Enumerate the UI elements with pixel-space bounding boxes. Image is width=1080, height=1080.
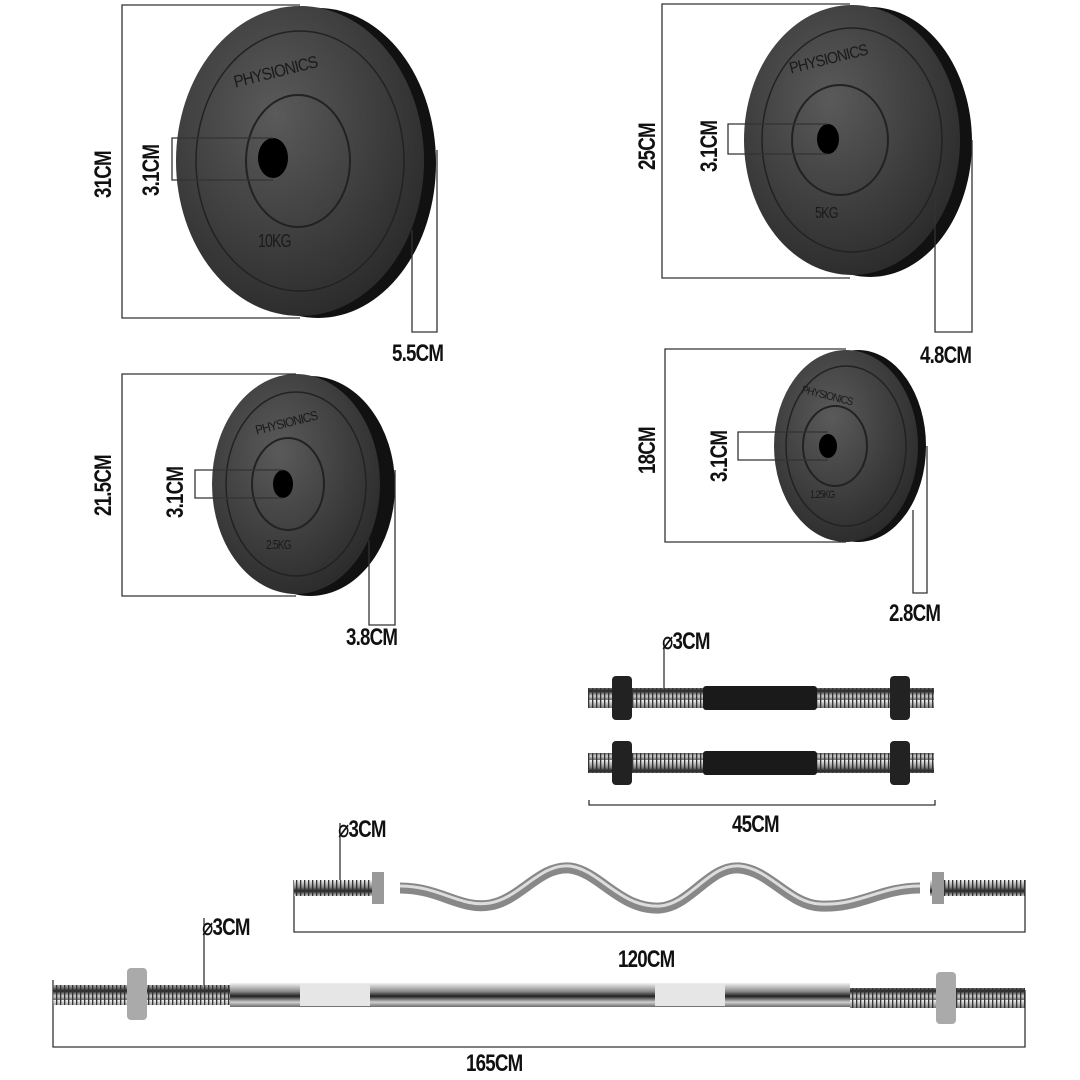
plate-1.25kg-weight: 1.25KG (810, 489, 835, 501)
plate-1.25kg-diameter-label: 18CM (634, 427, 661, 474)
straight-bar (53, 968, 1025, 1024)
curl-bar-length-label: 120CM (618, 946, 675, 973)
dumbbell-handle-bottom (588, 741, 934, 785)
plate-10kg-diameter-label: 31CM (90, 151, 117, 198)
plate-10kg-weight: 10KG (258, 231, 292, 251)
plate-5kg-weight: 5KG (815, 205, 838, 222)
plate-5kg-thickness-label: 4.8CM (920, 342, 972, 369)
plate-5kg (744, 5, 972, 277)
plate-1.25kg-thickness-label: 2.8CM (889, 600, 941, 627)
plate-2.5kg (212, 374, 395, 596)
plate-10kg-hole-label: 3.1CM (138, 144, 165, 196)
plate-10kg-thickness-label: 5.5CM (392, 340, 444, 367)
plate-2.5kg-weight: 2.5KG (266, 537, 292, 552)
plate-1.25kg (774, 350, 926, 542)
plate-5kg-diameter-label: 25CM (634, 123, 661, 170)
plate-10kg (176, 6, 436, 318)
plate-2.5kg-diameter-label: 21.5CM (90, 455, 117, 516)
dumbbell-diameter-label: ⌀3CM (662, 628, 710, 655)
dumbbell-length-label: 45CM (732, 811, 780, 838)
plate-5kg-hole-label: 3.1CM (696, 120, 723, 172)
curl-bar-diameter-label: ⌀3CM (338, 816, 386, 843)
plate-1.25kg-hole-label: 3.1CM (706, 430, 733, 482)
dimension-lines (52, 3, 1026, 1048)
straight-bar-diameter-label: ⌀3CM (202, 914, 250, 941)
plate-2.5kg-thickness-label: 3.8CM (346, 624, 398, 651)
straight-bar-length-label: 165CM (466, 1050, 523, 1077)
plate-hole (258, 138, 288, 178)
curl-bar (294, 862, 1025, 914)
dumbbell-handle-top (588, 676, 934, 720)
plate-2.5kg-hole-label: 3.1CM (162, 466, 189, 518)
